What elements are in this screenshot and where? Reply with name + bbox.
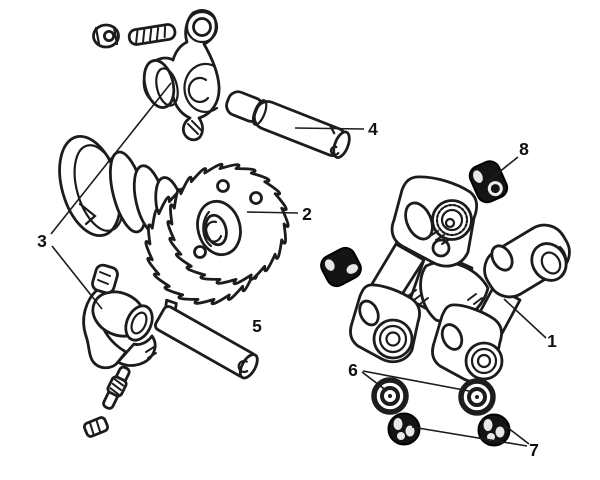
- holder-oval-hole: [490, 244, 514, 272]
- sprocket-hole: [193, 245, 207, 259]
- part-label-5: 5: [252, 316, 262, 336]
- cap-nut-7-left: [387, 412, 421, 446]
- flange-nut-6-right: [458, 378, 496, 416]
- holder-oval-hole: [440, 323, 464, 351]
- leader-line-6: [361, 371, 388, 392]
- leader-line-3: [51, 245, 103, 310]
- part-label-4: 4: [368, 119, 378, 139]
- leader-line-4: [294, 127, 365, 130]
- threaded-stud: [127, 23, 177, 46]
- leader-line-7: [502, 423, 530, 445]
- small-nut: [82, 416, 110, 438]
- dark-nut-left: [320, 246, 362, 288]
- leader-line-7: [411, 426, 528, 447]
- upper-rocker-arm: [142, 9, 221, 142]
- leader-line-2: [246, 211, 299, 214]
- part-label-8: 8: [519, 139, 529, 159]
- leader-line-3: [50, 82, 172, 235]
- part-label-6: 6: [348, 360, 358, 380]
- holder-oval-hole: [358, 299, 380, 327]
- part-label-7: 7: [529, 440, 539, 460]
- leader-line-8: [487, 156, 519, 182]
- holder-oval-hole: [404, 201, 434, 241]
- callout-layer: 1 2 3 4 5 6 7 8: [37, 82, 557, 460]
- part-label-3: 3: [37, 231, 47, 251]
- camshaft-holder: [349, 175, 571, 384]
- cap-nut-8: [468, 160, 509, 204]
- rocker-arm-shaft: [225, 90, 351, 159]
- leader-line-1: [503, 298, 547, 339]
- small-hex-nut: [92, 23, 120, 49]
- sprocket-hole: [249, 191, 263, 205]
- part-label-1: 1: [547, 331, 557, 351]
- lower-rocker-arm: [82, 263, 157, 370]
- cam-sprocket: [144, 162, 290, 306]
- part-label-2: 2: [302, 204, 312, 224]
- small-stud: [102, 365, 131, 410]
- leader-line-6: [362, 370, 470, 392]
- sprocket-hole: [216, 179, 230, 193]
- valve-shaft: [154, 298, 259, 380]
